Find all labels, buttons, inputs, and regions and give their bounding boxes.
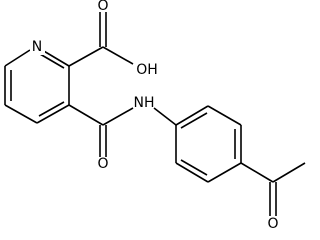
carboxyl-oxygen-label: O (97, 0, 108, 14)
bond-n1-c2-inner (39, 53, 65, 69)
amide-oxygen-label: O (97, 156, 108, 172)
hydroxyl-label: OH (136, 62, 158, 78)
bond-nh-caryl (153, 107, 177, 126)
bond-c2-ccarboxyl (68, 46, 104, 67)
bond-layer (4, 12, 306, 216)
bond-c4-c5 (4, 104, 38, 124)
bond-b5-b6 (175, 162, 209, 183)
bond-b4-cketone (240, 162, 274, 183)
bond-b4-b5 (207, 162, 242, 183)
bond-b5-b6-inner (180, 159, 208, 176)
bond-b1-b2-inner (180, 112, 208, 129)
bond-c3-c4 (36, 104, 70, 124)
bond-ccarboxyl-oh (102, 46, 134, 65)
amide-nitrogen-label: NH (134, 95, 155, 111)
bond-b1-b2 (175, 105, 209, 126)
ring-nitrogen-label: N (32, 39, 42, 55)
bond-camide-nh (102, 107, 134, 126)
bond-c6-n1 (4, 49, 31, 67)
atom-label-layer: N O OH O NH O (30, 0, 279, 232)
bond-cketone-methyl (272, 162, 306, 183)
bond-c3-c4-inner (38, 101, 65, 117)
bond-c3-camide (68, 104, 104, 126)
bond-b2-b3 (207, 105, 242, 126)
ketone-oxygen-label: O (267, 216, 278, 232)
